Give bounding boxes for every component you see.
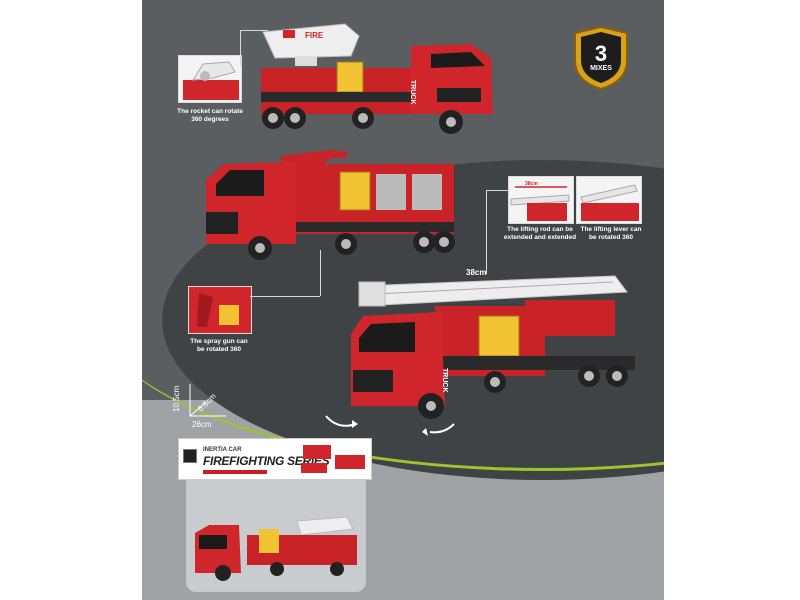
package-stripe xyxy=(203,470,267,474)
ladder-leader-line-h xyxy=(486,190,508,191)
lifting-rod-detail-inset: 38cm xyxy=(508,176,574,224)
spray-gun-detail-image xyxy=(189,287,251,333)
package-thumbnail-image xyxy=(301,445,365,473)
water-cannon-fire-truck-image xyxy=(206,150,455,260)
package-title: FIREFIGHTING SERIES xyxy=(203,454,330,468)
spray-caption-line-1: The spray gun can xyxy=(190,338,248,345)
rotate-arrows-icon xyxy=(325,415,455,436)
rocket-detail-image xyxy=(183,61,239,100)
rocket-fire-truck-image: FIRE TRUCK xyxy=(261,23,493,134)
lifting-rod-length-label: 38cm xyxy=(525,181,538,187)
packaged-truck-image xyxy=(195,516,357,581)
product-package: INERTIA CAR FIREFIGHTING SERIES xyxy=(178,438,372,592)
lifting-lever-caption: The lifting lever can be rotated 360 xyxy=(576,226,646,242)
badge-label: MIXES xyxy=(590,65,612,72)
package-header-card: INERTIA CAR FIREFIGHTING SERIES xyxy=(178,438,372,480)
ladder-fire-truck-image: TRUCK xyxy=(351,275,635,419)
rocket-detail-inset xyxy=(178,55,242,103)
lifting-rod-caption-line-1: The lifting rod can be xyxy=(507,226,573,233)
dimension-box-diagram xyxy=(189,384,226,417)
rocket-caption-line-1: The rocket can rotate xyxy=(177,108,243,115)
lifting-lever-detail-inset xyxy=(576,176,642,224)
lifting-lever-detail-image xyxy=(580,184,639,221)
spray-gun-detail-inset xyxy=(188,286,252,334)
spray-leader-line-h xyxy=(250,296,320,297)
spray-caption-line-2: be rotated 360 xyxy=(196,346,242,353)
package-brand: INERTIA CAR xyxy=(203,447,242,453)
rocket-leader-line-h xyxy=(240,30,268,31)
lifting-rod-caption-line-2: extended and extended xyxy=(503,234,577,241)
rocket-leader-line xyxy=(240,30,241,66)
ladder-length-label: 38cm xyxy=(466,268,487,277)
height-dimension: 10.5cm xyxy=(172,385,181,412)
lifting-lever-caption-line-2: be rotated 360 xyxy=(588,234,634,241)
rocket-caption-line-2: 360 degrees xyxy=(191,116,229,123)
badge-number: 3 xyxy=(595,41,607,66)
lifting-rod-detail-image xyxy=(510,186,570,221)
truck-side-label: TRUCK xyxy=(409,80,416,105)
truck-fire-label: FIRE xyxy=(305,31,324,40)
ladder-truck-side-label: TRUCK xyxy=(441,368,448,393)
spray-caption: The spray gun can be rotated 360 xyxy=(180,338,258,354)
package-logo-icon xyxy=(183,449,197,463)
lifting-rod-caption: The lifting rod can be extended and exte… xyxy=(500,226,580,242)
length-dimension: 26cm xyxy=(192,420,212,429)
lifting-lever-caption-line-1: The lifting lever can xyxy=(580,226,642,233)
rocket-caption: The rocket can rotate 360 degrees xyxy=(170,108,250,124)
ladder-leader-line xyxy=(486,190,487,274)
spray-leader-line xyxy=(320,250,321,296)
package-bag xyxy=(186,476,366,592)
shield-badge-icon: MIXES 3 xyxy=(574,25,628,91)
